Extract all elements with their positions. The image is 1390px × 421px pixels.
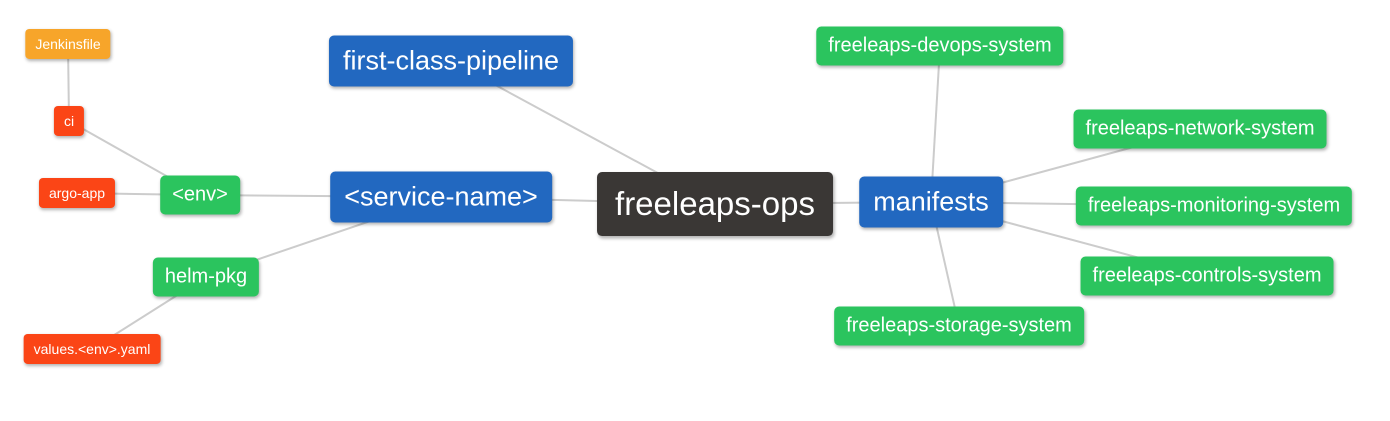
node-manifests[interactable]: manifests xyxy=(859,176,1003,228)
node-service-name[interactable]: <service-name> xyxy=(330,171,552,223)
node-helm-pkg[interactable]: helm-pkg xyxy=(152,257,260,297)
node-first-class-pipeline[interactable]: first-class-pipeline xyxy=(328,35,574,87)
node-freeleaps-network-system[interactable]: freeleaps-network-system xyxy=(1073,109,1327,149)
node-values-env-yaml[interactable]: values.<env>.yaml xyxy=(23,333,161,365)
node-freeleaps-storage-system[interactable]: freeleaps-storage-system xyxy=(834,306,1084,346)
node-ci[interactable]: ci xyxy=(53,105,85,137)
edge-manifests--freeleaps-devops-system xyxy=(930,45,941,203)
node-freeleaps-controls-system[interactable]: freeleaps-controls-system xyxy=(1080,256,1334,296)
node-freeleaps-ops[interactable]: freeleaps-ops xyxy=(597,172,833,236)
node-freeleaps-devops-system[interactable]: freeleaps-devops-system xyxy=(816,26,1064,66)
node-argo-app[interactable]: argo-app xyxy=(38,177,116,209)
node-jenkinsfile[interactable]: Jenkinsfile xyxy=(25,28,111,60)
node-env[interactable]: <env> xyxy=(160,175,240,215)
node-freeleaps-monitoring-system[interactable]: freeleaps-monitoring-system xyxy=(1075,186,1353,226)
